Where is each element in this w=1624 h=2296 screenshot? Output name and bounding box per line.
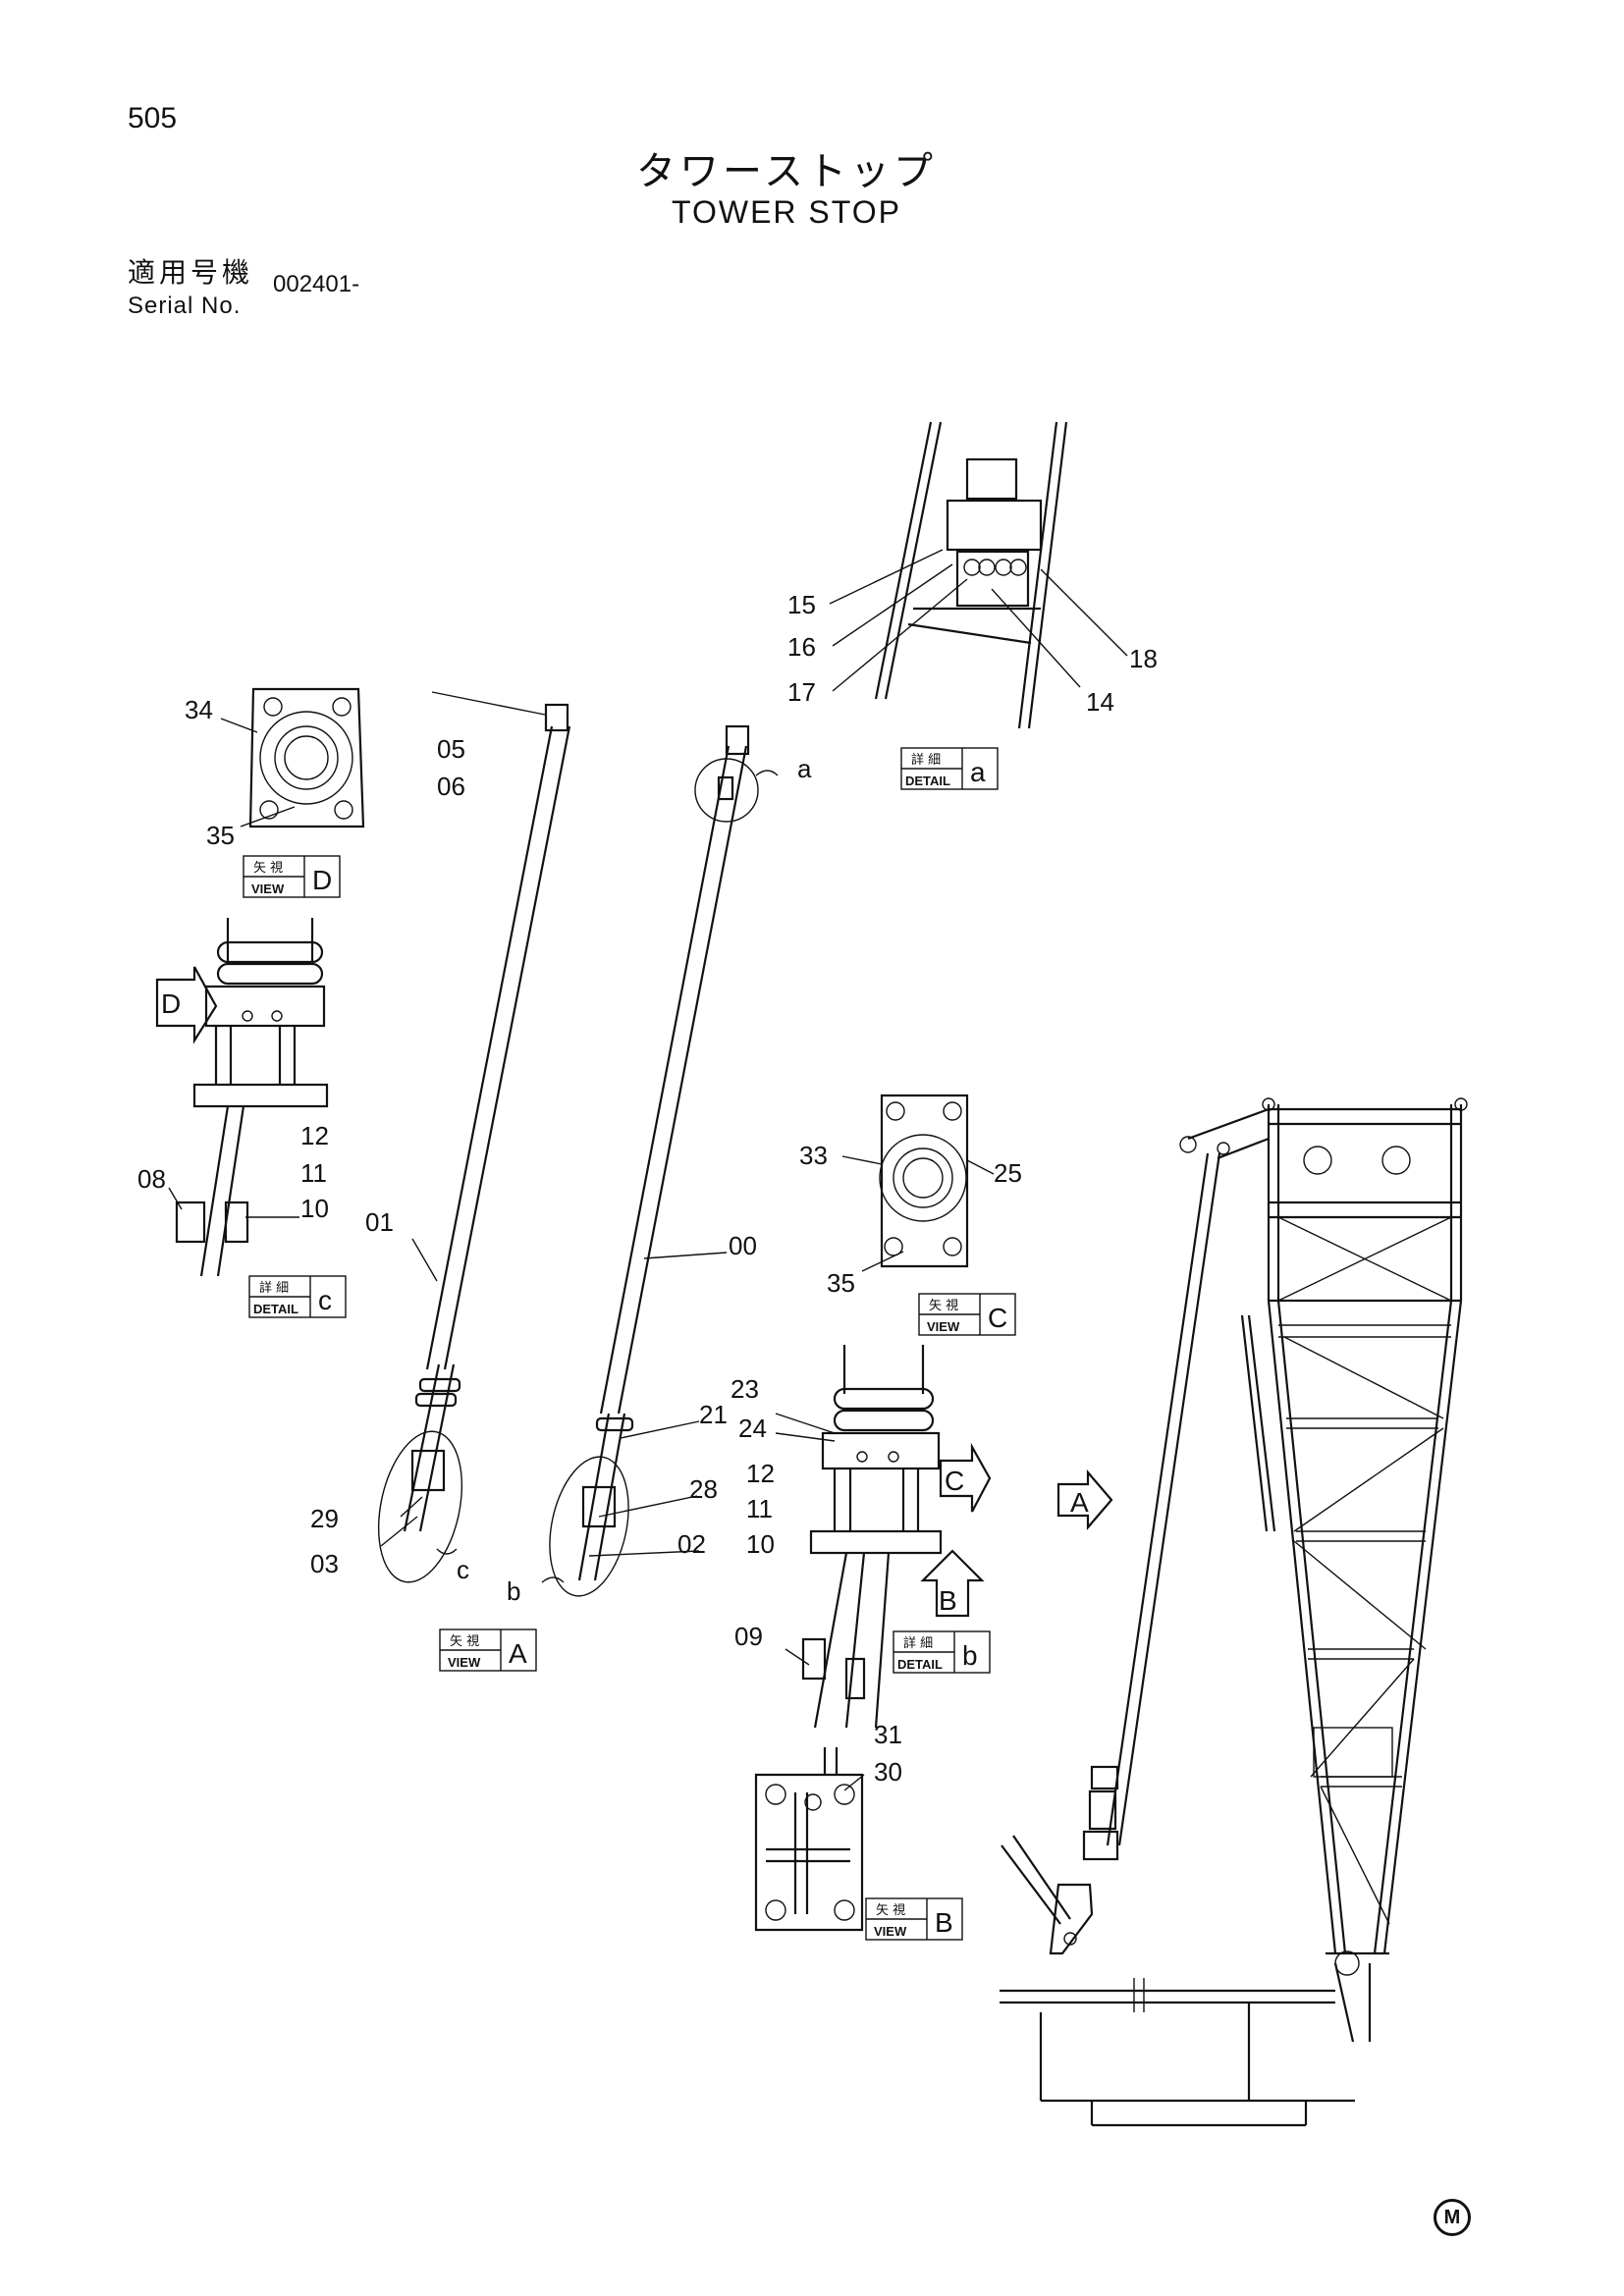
serial-label-japanese: 適用号機 — [128, 256, 254, 289]
callout-10-detail-b: 10 — [746, 1529, 775, 1559]
callout-03: 03 — [310, 1549, 339, 1578]
detail-b-label: 詳 細 DETAIL b — [893, 1630, 991, 1674]
detail-a-drawing — [829, 421, 1128, 729]
svg-text:矢 視: 矢 視 — [876, 1903, 905, 1918]
view-c-arrow: C — [939, 1442, 992, 1513]
detail-c-marker: c — [457, 1555, 469, 1584]
svg-text:矢 視: 矢 視 — [929, 1299, 958, 1313]
svg-text:DETAIL: DETAIL — [905, 774, 950, 788]
detail-a-label: 詳 細 DETAIL a — [900, 747, 999, 790]
view-c-label: 矢 視 VIEW C — [918, 1293, 1016, 1336]
detail-b-marker: b — [507, 1576, 520, 1606]
callout-02: 02 — [677, 1529, 706, 1559]
callout-01: 01 — [365, 1207, 394, 1237]
callout-08: 08 — [137, 1164, 166, 1194]
svg-text:B: B — [939, 1585, 957, 1616]
view-b-arrow: B — [920, 1549, 985, 1618]
page-number: 505 — [128, 102, 178, 134]
callout-11-detail-c: 11 — [300, 1158, 327, 1188]
detail-a-marker: a — [797, 754, 812, 783]
svg-text:C: C — [945, 1466, 964, 1496]
callout-25: 25 — [994, 1158, 1022, 1188]
svg-text:詳 細: 詳 細 — [259, 1280, 289, 1296]
callout-09: 09 — [734, 1622, 763, 1651]
callout-15: 15 — [787, 590, 816, 619]
callout-35-view-c: 35 — [827, 1268, 855, 1298]
callout-17: 17 — [787, 677, 816, 707]
svg-text:VIEW: VIEW — [874, 1924, 907, 1939]
svg-text:矢 視: 矢 視 — [450, 1634, 479, 1649]
svg-text:D: D — [312, 865, 332, 895]
callout-06: 06 — [437, 772, 465, 801]
view-b-label: 矢 視 VIEW B — [865, 1897, 963, 1941]
callout-28: 28 — [689, 1474, 718, 1504]
strut-00 — [541, 724, 779, 1597]
strut-01 — [377, 691, 571, 1583]
svg-text:DETAIL: DETAIL — [897, 1657, 943, 1672]
svg-text:a: a — [970, 757, 986, 787]
svg-text:C: C — [988, 1303, 1007, 1333]
view-b-plate — [754, 1747, 865, 1932]
view-d-arrow: D — [155, 966, 218, 1044]
callout-21: 21 — [699, 1400, 728, 1429]
callout-14: 14 — [1086, 687, 1114, 717]
svg-text:B: B — [935, 1907, 953, 1938]
callout-12-detail-b: 12 — [746, 1459, 775, 1488]
serial-number-value: 002401- — [273, 271, 360, 297]
callout-10-detail-c: 10 — [300, 1194, 329, 1223]
callout-34: 34 — [185, 695, 213, 724]
page-title-japanese: タワーストップ — [636, 149, 937, 194]
tower-structure — [1000, 1097, 1468, 2127]
page-title: TOWER STOP — [672, 194, 901, 230]
svg-text:VIEW: VIEW — [448, 1655, 481, 1670]
svg-text:VIEW: VIEW — [251, 881, 285, 896]
callout-11-detail-b: 11 — [746, 1494, 773, 1523]
detail-c-label: 詳 細 DETAIL c — [248, 1275, 347, 1318]
svg-text:b: b — [962, 1640, 978, 1671]
callout-16: 16 — [787, 632, 816, 662]
callout-31: 31 — [874, 1720, 902, 1749]
serial-label: Serial No. — [128, 293, 242, 319]
view-a-label: 矢 視 VIEW A — [439, 1629, 537, 1672]
svg-text:矢 視: 矢 視 — [253, 861, 283, 876]
callout-35-view-d: 35 — [206, 821, 235, 850]
view-d-label: 矢 視 VIEW D — [243, 855, 341, 898]
callout-33: 33 — [799, 1141, 828, 1170]
svg-text:A: A — [509, 1638, 527, 1669]
svg-text:VIEW: VIEW — [927, 1319, 960, 1334]
svg-text:詳 細: 詳 細 — [911, 752, 941, 768]
svg-text:D: D — [161, 988, 181, 1019]
callout-30: 30 — [874, 1757, 902, 1787]
callout-24: 24 — [738, 1414, 767, 1443]
detail-b-drawing — [775, 1345, 943, 1729]
svg-text:c: c — [318, 1285, 332, 1315]
detail-c-drawing — [168, 918, 329, 1277]
view-c-flange — [841, 1094, 995, 1272]
footer-mark-icon: M — [1434, 2199, 1471, 2236]
view-a-arrow: A — [1056, 1469, 1113, 1530]
callout-05: 05 — [437, 734, 465, 764]
svg-text:DETAIL: DETAIL — [253, 1302, 298, 1316]
callout-12-detail-c: 12 — [300, 1121, 329, 1150]
callout-29: 29 — [310, 1504, 339, 1533]
callout-00: 00 — [729, 1231, 757, 1260]
svg-text:詳 細: 詳 細 — [903, 1635, 933, 1651]
callout-18: 18 — [1129, 644, 1158, 673]
callout-23: 23 — [731, 1374, 759, 1404]
view-d-flange — [220, 687, 365, 828]
svg-text:A: A — [1070, 1487, 1089, 1518]
